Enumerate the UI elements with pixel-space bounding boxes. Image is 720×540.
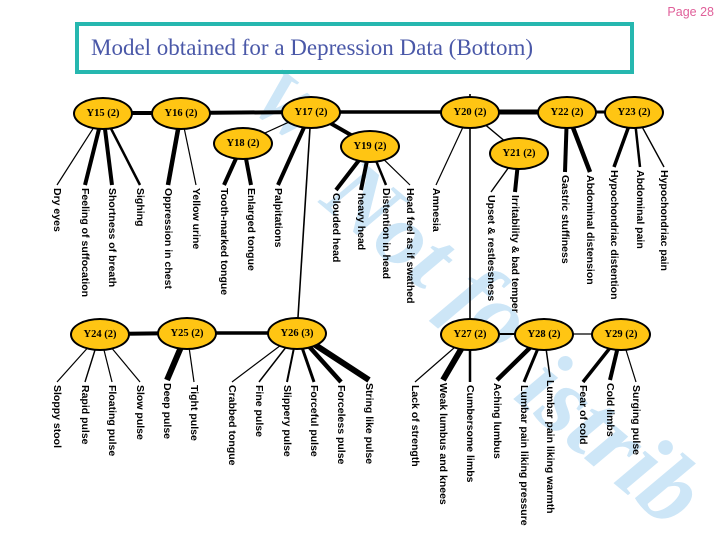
leaf-label-slow-pulse: Slow pulse xyxy=(134,385,146,440)
node-y20: Y20 (2) xyxy=(440,95,500,129)
leaf-label-gastric-stuffiness: Gastric stuffiness xyxy=(559,175,571,264)
leaf-label-surging-pulse: Surging pulse xyxy=(630,385,642,456)
leaf-label-deep-pulse: Deep pulse xyxy=(161,383,173,440)
leaf-label-head-feel-as-if-swathed: Head feel as if swathed xyxy=(404,188,416,304)
node-y18: Y18 (2) xyxy=(213,126,273,160)
leaf-label-forceless-pulse: Forceless pulse xyxy=(335,385,347,465)
node-y21: Y21 (2) xyxy=(489,136,549,170)
leaf-label-string-like-pulse: String like pulse xyxy=(363,383,375,465)
leaf-label-floating-pulse: Floating pulse xyxy=(106,385,118,457)
node-y22: Y22 (2) xyxy=(537,95,597,129)
leaf-label-hypochondriac-pain: Hypochondriac pain xyxy=(658,170,670,271)
title-box: Model obtained for a Depression Data (Bo… xyxy=(75,22,634,74)
leaf-label-tight-pulse: Tight pulse xyxy=(188,385,200,441)
leaf-label-palpitations: Palpitations xyxy=(272,188,284,248)
leaf-label-sloppy-stool: Sloppy stool xyxy=(51,385,63,448)
node-y15: Y15 (2) xyxy=(73,96,133,130)
leaf-label-abdominal-distension: Abdominal distension xyxy=(584,175,596,285)
leaf-label-irritability-bad-temper: Irritability & bad temper xyxy=(509,195,521,313)
leaf-label-amnesia: Amnesia xyxy=(430,188,442,232)
leaf-label-oppression-in-chest: Oppression in chest xyxy=(162,188,174,289)
node-y16: Y16 (2) xyxy=(151,96,211,130)
leaf-label-abdominal-pain: Abdominal pain xyxy=(634,170,646,249)
leaf-label-shortness-of-breath: Shortness of breath xyxy=(106,188,118,288)
leaf-label-crabbed-tongue: Crabbed tongue xyxy=(226,385,238,466)
node-y29: Y29 (2) xyxy=(591,317,651,351)
node-y17: Y17 (2) xyxy=(281,95,341,129)
leaf-label-upset-restlessness: Upset & restlessness xyxy=(485,195,497,302)
page-title: Model obtained for a Depression Data (Bo… xyxy=(91,35,533,60)
leaf-label-forceful-pulse: Forceful pulse xyxy=(308,385,320,457)
leaf-label-weak-lumbus-and-knees: Weak lumbus and knees xyxy=(437,383,449,505)
leaf-label-hypochondriac-distention: Hypochondriac distention xyxy=(608,170,620,300)
leaf-label-feeling-of-suffocation: Feeling of suffocation xyxy=(79,188,91,298)
node-y19: Y19 (2) xyxy=(340,129,400,163)
leaf-label-aching-lumbus: Aching lumbus xyxy=(491,383,503,459)
leaf-label-lumbar-pain-liking-pressure: Lumbar pain liking pressure xyxy=(518,385,530,526)
leaf-label-cumbersome-limbs: Cumbersome limbs xyxy=(464,385,476,483)
node-y24: Y24 (2) xyxy=(70,317,130,351)
leaf-label-lack-of-strength: Lack of strength xyxy=(409,385,421,467)
leaf-label-rapid-pulse: Rapid pulse xyxy=(79,385,91,445)
leaf-label-distention-in-head: Distention in head xyxy=(380,188,392,280)
node-y28: Y28 (2) xyxy=(514,317,574,351)
node-y26: Y26 (3) xyxy=(267,316,327,350)
leaf-label-yellow-urine: Yellow urine xyxy=(190,188,202,250)
edge-Y17-Y26 xyxy=(296,111,312,334)
leaf-label-slippery-pulse: Slippery pulse xyxy=(281,385,293,457)
leaf-label-clouded-head: Clouded head xyxy=(330,193,342,263)
leaf-label-fear-of-cold: Fear of cold xyxy=(577,385,589,445)
leaf-label-heavy-head: heavy head xyxy=(355,193,367,251)
leaf-label-cold-limbs: Cold limbs xyxy=(604,383,616,437)
leaf-label-tooth-marked-tongue: Tooth-marked tongue xyxy=(218,188,230,296)
node-y25: Y25 (2) xyxy=(157,316,217,350)
leaf-label-dry-eyes: Dry eyes xyxy=(51,188,63,232)
node-y23: Y23 (2) xyxy=(604,95,664,129)
leaf-label-enlarged-tongue: Enlarged tongue xyxy=(245,188,257,271)
leaf-label-fine-pulse: Fine pulse xyxy=(253,385,265,437)
leaf-label-sighing: Sighing xyxy=(134,188,146,227)
leaf-label-lumbar-pain-liking-warmth: Lumbar pain liking warmth xyxy=(544,380,556,514)
page-number-label: Page 28 xyxy=(667,5,714,19)
node-y27: Y27 (2) xyxy=(440,317,500,351)
